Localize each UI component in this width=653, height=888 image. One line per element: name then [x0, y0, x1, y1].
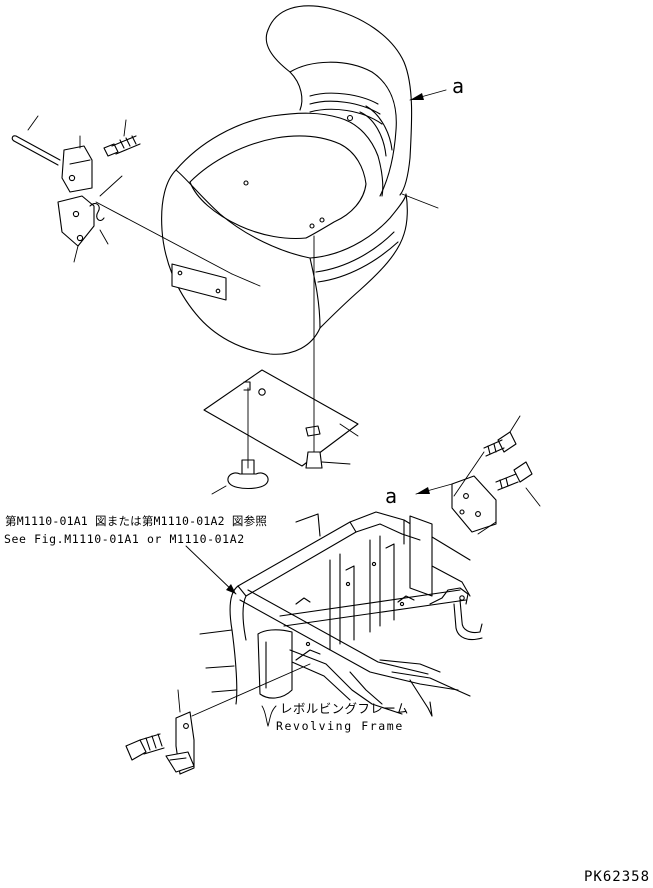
hinge-plate-and-bolts: [452, 416, 540, 534]
drawing-number: PK62358: [584, 869, 651, 885]
revolving-frame-label-japanese: レボルビングフレーム: [280, 701, 409, 716]
seat-hinge-bracket-assembly: [12, 116, 140, 262]
lower-left-bolt: [126, 734, 164, 760]
revolving-frame-label-english: Revolving Frame: [276, 719, 404, 733]
callout-label-upper: a: [452, 74, 465, 98]
seat-mounting-bolts: [212, 452, 350, 494]
revolving-frame: [200, 512, 482, 716]
callout-arrow-lower: [416, 484, 452, 494]
operator-seat: [162, 6, 412, 354]
seat-lower-plate: [204, 370, 358, 466]
reference-note-english: See Fig.M1110-01A1 or M1110-01A2: [4, 532, 245, 546]
callout-arrow-upper: [410, 90, 446, 100]
callout-label-lower: a: [385, 484, 398, 508]
reference-leader-arrow: [186, 546, 236, 594]
lower-left-bracket: [166, 664, 310, 774]
reference-note-japanese: 第M1110-01A1 図または第M1110-01A2 図参照: [5, 514, 268, 528]
